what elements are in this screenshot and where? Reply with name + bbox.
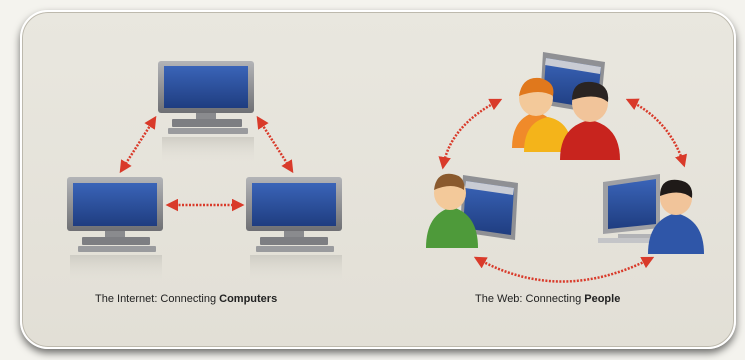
arrow-web-upper-right <box>625 98 687 168</box>
caption-web-prefix: The Web: Connecting <box>475 293 585 305</box>
desktop-computer-icon <box>158 61 254 163</box>
person-yellow <box>524 117 572 152</box>
arrow-top-left <box>119 115 157 174</box>
browser-window-icon <box>460 175 518 240</box>
computer-top <box>158 61 254 163</box>
desktop-computer-icon <box>246 177 342 283</box>
computer-right <box>246 177 342 283</box>
caption-internet-emphasis: Computers <box>219 293 278 305</box>
person-red <box>560 81 620 160</box>
desktop-computer-icon <box>598 174 660 243</box>
person-blue <box>648 179 704 254</box>
person-icon <box>426 173 478 248</box>
person-icon <box>648 179 704 254</box>
caption-web: The Web: Connecting People <box>475 293 620 305</box>
person-icon <box>524 117 572 152</box>
person-green <box>426 173 478 248</box>
caption-internet: The Internet: Connecting Computers <box>95 293 277 305</box>
caption-internet-prefix: The Internet: Connecting <box>95 293 220 305</box>
bidirectional-arrow-icon <box>438 98 687 283</box>
desktop-computer-icon <box>67 177 163 283</box>
monitor-right <box>598 174 660 243</box>
arrow-web-upper-left <box>438 98 503 170</box>
arrow-web-bottom <box>473 256 655 283</box>
person-icon <box>560 81 620 160</box>
computer-left <box>67 177 163 283</box>
bidirectional-arrow-icon <box>119 115 294 212</box>
caption-web-emphasis: People <box>584 293 621 305</box>
arrow-top-right <box>256 115 294 174</box>
browser-window-left <box>460 175 518 240</box>
